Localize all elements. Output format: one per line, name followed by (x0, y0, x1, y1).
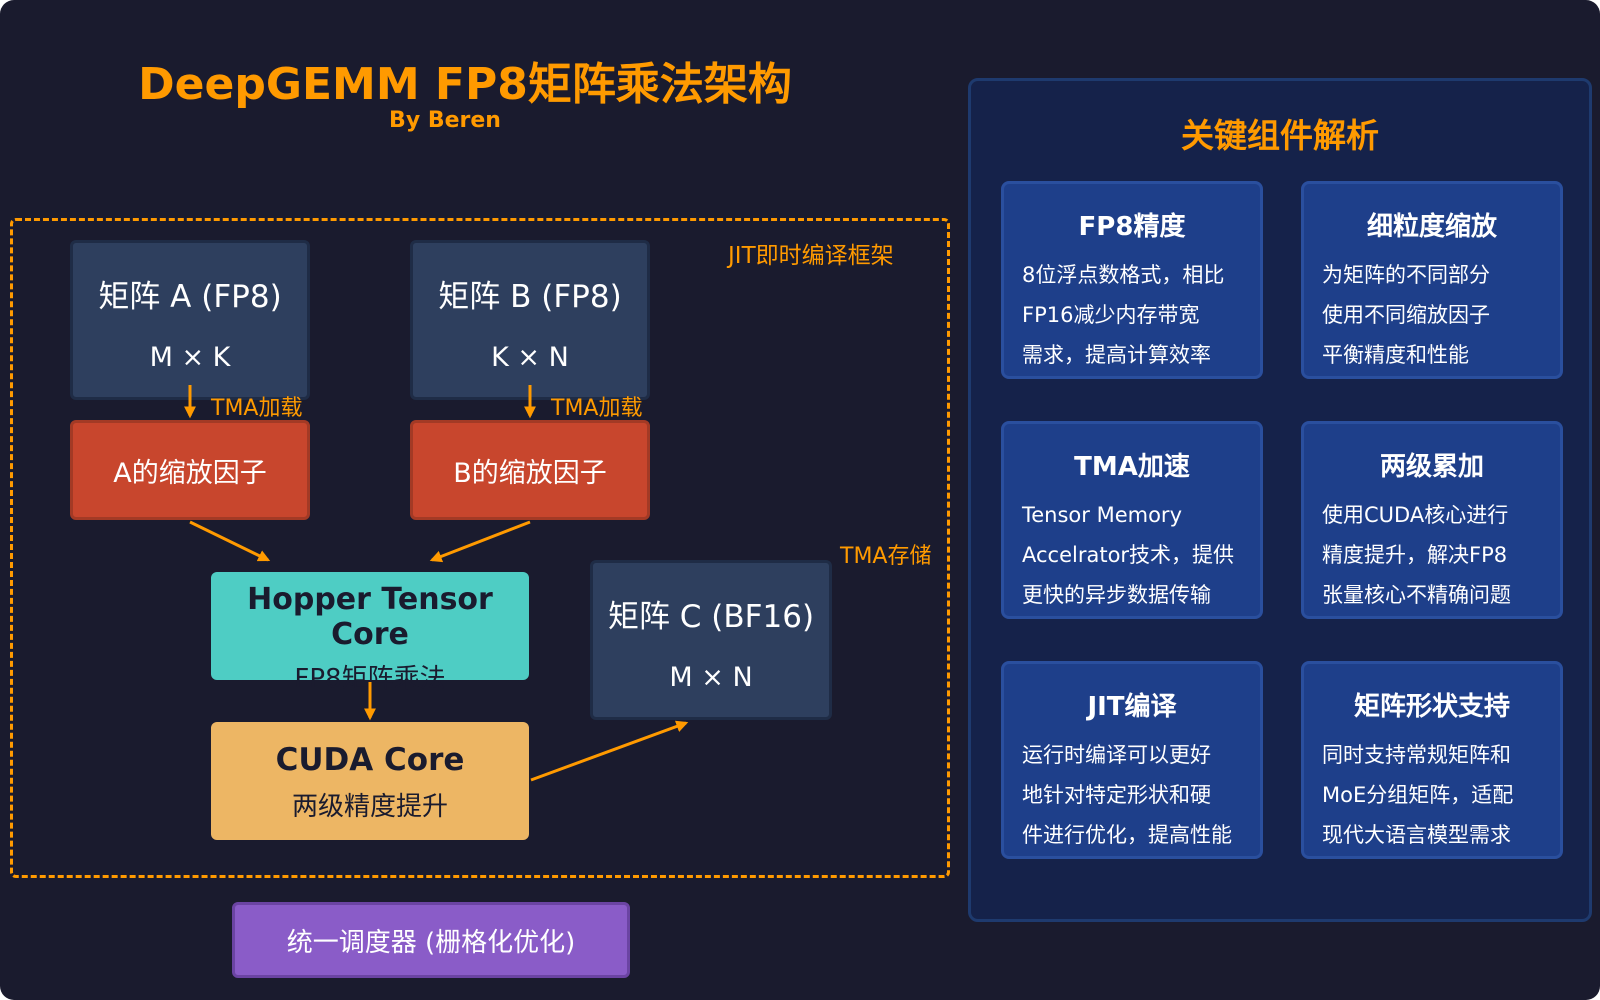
card-description: 使用CUDA核心进行 精度提升，解决FP8 张量核心不精确问题 (1304, 495, 1560, 615)
card-line: Accelrator技术，提供 (1022, 543, 1235, 567)
jit-framework-frame (10, 218, 950, 878)
cuda-title: CUDA Core (275, 742, 465, 778)
arrow-scale-a-to-hopper (189, 520, 271, 562)
matrix-c-box: 矩阵 C (BF16) M × N (590, 560, 832, 720)
hopper-title: Hopper Tensor Core (247, 582, 493, 652)
cuda-core-box: CUDA Core 两级精度提升 (211, 722, 529, 840)
card-line: Tensor Memory (1022, 503, 1182, 527)
card-fp8-precision: FP8精度 8位浮点数格式，相比 FP16减少内存带宽 需求，提高计算效率 (1001, 181, 1263, 379)
scale-factor-a-box: A的缩放因子 (70, 420, 310, 520)
cuda-subtitle: 两级精度提升 (291, 792, 448, 822)
card-description: 同时支持常规矩阵和 MoE分组矩阵，适配 现代大语言模型需求 (1304, 735, 1560, 855)
scale-factor-b-box: B的缩放因子 (410, 420, 650, 520)
card-description: 为矩阵的不同部分 使用不同缩放因子 平衡精度和性能 (1304, 255, 1560, 375)
matrix-c-name: 矩阵 C (BF16) (607, 599, 815, 635)
key-components-panel: 关键组件解析 FP8精度 8位浮点数格式，相比 FP16减少内存带宽 需求，提高… (968, 78, 1592, 922)
tma-store-label: TMA存储 (840, 544, 932, 569)
card-line: 件进行优化，提高性能 (1022, 823, 1232, 847)
card-line: 为矩阵的不同部分 (1322, 263, 1490, 287)
card-description: 8位浮点数格式，相比 FP16减少内存带宽 需求，提高计算效率 (1004, 255, 1260, 375)
card-matrix-shape-support: 矩阵形状支持 同时支持常规矩阵和 MoE分组矩阵，适配 现代大语言模型需求 (1301, 661, 1563, 859)
card-description: 运行时编译可以更好 地针对特定形状和硬 件进行优化，提高性能 (1004, 735, 1260, 855)
card-jit-compilation: JIT编译 运行时编译可以更好 地针对特定形状和硬 件进行优化，提高性能 (1001, 661, 1263, 859)
hopper-tensor-core-box: Hopper Tensor Core FP8矩阵乘法 (211, 572, 529, 694)
card-line: 需求，提高计算效率 (1022, 343, 1211, 367)
page-title: DeepGEMM FP8矩阵乘法架构 (138, 59, 792, 110)
card-tma-acceleration: TMA加速 Tensor Memory Accelrator技术，提供 更快的异… (1001, 421, 1263, 619)
card-title: JIT编译 (1087, 692, 1177, 722)
card-line: 同时支持常规矩阵和 (1322, 743, 1511, 767)
card-line: FP16减少内存带宽 (1022, 303, 1200, 327)
arrow-cuda-to-matrix-c (530, 720, 689, 782)
card-line: 使用不同缩放因子 (1322, 303, 1490, 327)
card-title: FP8精度 (1078, 212, 1186, 242)
card-title: 两级累加 (1379, 452, 1484, 482)
matrix-a-box: 矩阵 A (FP8) M × K (70, 240, 310, 400)
card-line: 现代大语言模型需求 (1322, 823, 1511, 847)
card-title: 矩阵形状支持 (1353, 692, 1510, 722)
card-line: 平衡精度和性能 (1322, 343, 1469, 367)
matrix-a-dims: M × K (149, 342, 231, 373)
flow-arrows (184, 385, 689, 782)
card-line: 8位浮点数格式，相比 (1022, 263, 1225, 287)
card-line: 使用CUDA核心进行 (1322, 503, 1509, 527)
card-line: 运行时编译可以更好 (1022, 743, 1211, 767)
panel-title: 关键组件解析 (1181, 116, 1379, 155)
matrix-c-dims: M × N (669, 662, 753, 693)
card-line: 精度提升，解决FP8 (1322, 543, 1508, 567)
byline: By Beren (389, 108, 501, 133)
card-fine-grained-scaling: 细粒度缩放 为矩阵的不同部分 使用不同缩放因子 平衡精度和性能 (1301, 181, 1563, 379)
card-line: 张量核心不精确问题 (1322, 583, 1511, 607)
card-title: 细粒度缩放 (1366, 212, 1497, 242)
matrix-a-name: 矩阵 A (FP8) (98, 279, 282, 315)
tma-load-b-label: TMA加载 (551, 396, 643, 421)
arrow-scale-b-to-hopper (429, 520, 531, 563)
card-line: 地针对特定形状和硬 (1022, 783, 1211, 807)
matrix-b-name: 矩阵 B (FP8) (438, 279, 622, 315)
card-description: Tensor Memory Accelrator技术，提供 更快的异步数据传输 (1004, 495, 1260, 615)
card-title: TMA加速 (1074, 452, 1190, 482)
matrix-b-dims: K × N (491, 342, 569, 373)
card-two-level-accumulation: 两级累加 使用CUDA核心进行 精度提升，解决FP8 张量核心不精确问题 (1301, 421, 1563, 619)
unified-scheduler-box: 统一调度器 (栅格化优化) (232, 902, 630, 978)
tma-load-a-label: TMA加载 (211, 396, 303, 421)
jit-framework-label: JIT即时编译框架 (728, 243, 894, 269)
card-line: 更快的异步数据传输 (1022, 583, 1211, 607)
card-line: MoE分组矩阵，适配 (1322, 783, 1514, 807)
